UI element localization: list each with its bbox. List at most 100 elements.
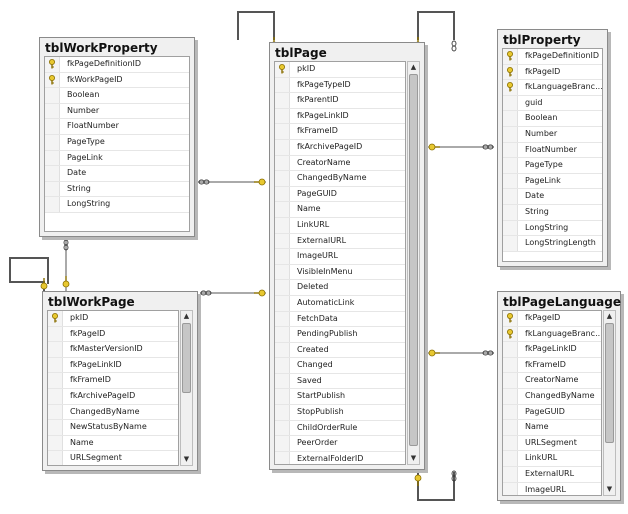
column-row[interactable]: fkFrameID <box>503 357 601 374</box>
column-row[interactable]: PageType <box>45 134 189 151</box>
row-selector[interactable] <box>48 451 63 465</box>
column-row[interactable]: Boolean <box>45 88 189 104</box>
column-row[interactable]: fkMasterVersionID <box>48 342 178 358</box>
row-selector[interactable] <box>275 295 290 311</box>
relation-page-self-bottom[interactable] <box>414 470 457 501</box>
row-selector[interactable] <box>503 95 518 111</box>
vertical-scrollbar[interactable]: ▲ ▼ <box>603 310 616 496</box>
row-selector[interactable] <box>275 327 290 342</box>
row-selector[interactable] <box>48 388 63 404</box>
column-row[interactable]: fkLanguageBranc... <box>503 326 601 343</box>
relation-page-pagelanguage[interactable] <box>428 349 494 357</box>
column-row[interactable]: Number <box>45 103 189 120</box>
column-row[interactable]: fkPageID <box>503 64 602 81</box>
column-row[interactable]: LongString <box>45 197 189 213</box>
row-selector[interactable] <box>503 482 518 495</box>
row-selector[interactable] <box>503 311 518 326</box>
column-row[interactable]: Date <box>45 166 189 182</box>
column-row[interactable]: Date <box>503 189 602 205</box>
row-selector[interactable] <box>503 342 518 357</box>
row-selector[interactable] <box>503 49 518 64</box>
row-selector[interactable] <box>275 264 290 280</box>
row-selector[interactable] <box>275 311 290 327</box>
column-row[interactable]: fkPageDefinitionID <box>503 49 602 65</box>
column-row[interactable]: LongString <box>503 220 602 237</box>
row-selector[interactable] <box>275 62 290 77</box>
column-row[interactable]: Name <box>48 435 178 452</box>
column-row[interactable]: fkLanguageBranc... <box>503 80 602 96</box>
row-selector[interactable] <box>503 142 518 158</box>
column-row[interactable]: VisibleInMenu <box>275 264 405 281</box>
row-selector[interactable] <box>48 342 63 357</box>
row-selector[interactable] <box>45 88 60 103</box>
row-selector[interactable] <box>275 405 290 420</box>
column-row[interactable]: PageType <box>503 158 602 174</box>
row-selector[interactable] <box>275 358 290 373</box>
row-selector[interactable] <box>48 420 63 435</box>
column-row[interactable]: fkWorkPageID <box>45 72 189 89</box>
scroll-up-arrow-icon[interactable]: ▲ <box>410 63 417 71</box>
scrollbar-thumb[interactable] <box>409 74 418 446</box>
column-row[interactable]: fkFrameID <box>48 373 178 389</box>
relation-page-self-top-left[interactable] <box>237 11 278 49</box>
column-row[interactable]: Name <box>275 202 405 218</box>
relation-page-property[interactable] <box>428 143 494 151</box>
scrollbar-thumb[interactable] <box>182 323 191 393</box>
column-row[interactable]: Changed <box>275 358 405 374</box>
row-selector[interactable] <box>275 171 290 186</box>
row-selector[interactable] <box>275 373 290 389</box>
row-selector[interactable] <box>503 326 518 342</box>
row-selector[interactable] <box>275 389 290 405</box>
row-selector[interactable] <box>503 204 518 220</box>
row-selector[interactable] <box>503 357 518 373</box>
row-selector[interactable] <box>503 158 518 173</box>
column-row[interactable]: ChangedByName <box>48 404 178 421</box>
row-selector[interactable] <box>48 326 63 342</box>
column-row[interactable]: fkPageLinkID <box>275 108 405 125</box>
column-row[interactable]: FetchData <box>275 311 405 328</box>
row-selector[interactable] <box>48 435 63 451</box>
row-selector[interactable] <box>48 404 63 420</box>
row-selector[interactable] <box>275 233 290 249</box>
scroll-down-arrow-icon[interactable]: ▼ <box>606 485 613 493</box>
column-row[interactable]: CreatorName <box>275 155 405 172</box>
row-selector[interactable] <box>275 436 290 451</box>
row-selector[interactable] <box>503 451 518 466</box>
row-selector[interactable] <box>275 139 290 155</box>
row-selector[interactable] <box>275 155 290 171</box>
column-row[interactable]: ChangedByName <box>275 171 405 187</box>
relation-workproperty-workpage[interactable] <box>62 238 70 291</box>
column-row[interactable]: PageGUID <box>503 404 601 421</box>
row-selector[interactable] <box>503 80 518 95</box>
column-row[interactable]: URLSegment <box>48 451 178 465</box>
column-row[interactable]: CreatorName <box>503 373 601 389</box>
row-selector[interactable] <box>275 186 290 202</box>
column-row[interactable]: pkID <box>48 311 178 327</box>
column-row[interactable]: Number <box>503 126 602 143</box>
row-selector[interactable] <box>503 64 518 80</box>
column-row[interactable]: NewStatusByName <box>48 420 178 436</box>
scroll-up-arrow-icon[interactable]: ▲ <box>183 312 190 320</box>
column-row[interactable]: FloatNumber <box>45 119 189 135</box>
row-selector[interactable] <box>275 108 290 124</box>
row-selector[interactable] <box>45 166 60 181</box>
column-row[interactable]: AutomaticLink <box>275 295 405 312</box>
column-row[interactable]: fkPageID <box>503 311 601 327</box>
column-row[interactable]: Boolean <box>503 111 602 127</box>
column-row[interactable]: StopPublish <box>275 405 405 421</box>
row-selector[interactable] <box>275 217 290 233</box>
scroll-down-arrow-icon[interactable]: ▼ <box>183 455 190 463</box>
column-row[interactable]: StartPublish <box>275 389 405 406</box>
row-selector[interactable] <box>48 357 63 373</box>
column-row[interactable]: LinkURL <box>275 217 405 234</box>
column-row[interactable]: fkFrameID <box>275 124 405 140</box>
column-row[interactable]: String <box>45 181 189 198</box>
column-row[interactable]: LongStringLength <box>503 236 602 252</box>
row-selector[interactable] <box>503 373 518 388</box>
column-row[interactable]: fkPageID <box>48 326 178 343</box>
row-selector[interactable] <box>45 57 60 72</box>
column-row[interactable]: ExternalURL <box>503 466 601 483</box>
